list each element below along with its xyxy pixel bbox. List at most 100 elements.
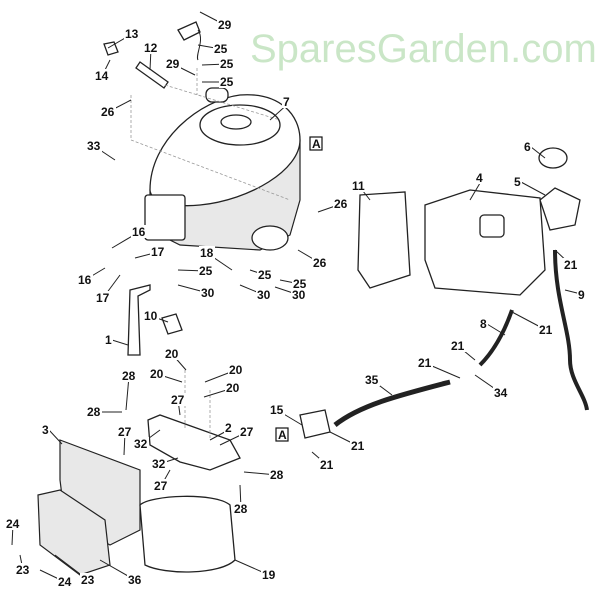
callout-bg bbox=[333, 197, 349, 210]
part-callout-3: 3 bbox=[42, 423, 49, 437]
callout-bg bbox=[364, 373, 380, 386]
part-callout-29: 29 bbox=[218, 18, 232, 32]
part-callout-25: 25 bbox=[214, 42, 228, 56]
part-callout-35: 35 bbox=[365, 373, 379, 387]
callout-bg bbox=[104, 333, 113, 346]
callout-bg bbox=[150, 245, 166, 258]
callout-bg bbox=[143, 309, 159, 322]
callout-bg bbox=[131, 225, 147, 238]
callout-bg bbox=[417, 356, 433, 369]
callout-bg bbox=[149, 367, 165, 380]
part-callout-21: 21 bbox=[539, 323, 553, 337]
part-callout-24: 24 bbox=[58, 575, 72, 589]
part-callout-17: 17 bbox=[151, 245, 165, 259]
part-callout-13: 13 bbox=[125, 27, 139, 41]
part-callout-36: 36 bbox=[128, 573, 142, 587]
callout-bg bbox=[57, 575, 73, 588]
part-callout-30: 30 bbox=[201, 286, 215, 300]
part-callout-28: 28 bbox=[270, 468, 284, 482]
part-callout-27: 27 bbox=[240, 425, 254, 439]
callout-bg bbox=[15, 563, 31, 576]
callout-bg bbox=[199, 246, 215, 259]
part-callout-20: 20 bbox=[150, 367, 164, 381]
part-callout-20: 20 bbox=[165, 347, 179, 361]
callout-bg bbox=[219, 75, 235, 88]
callout-bg bbox=[41, 423, 50, 436]
guard bbox=[37, 489, 111, 576]
fuel-tank bbox=[424, 147, 581, 296]
fuel-filter bbox=[299, 409, 331, 439]
part-callout-29: 29 bbox=[166, 57, 180, 71]
reference-box bbox=[275, 427, 289, 442]
callout-bg bbox=[124, 27, 140, 40]
part-callout-21: 21 bbox=[351, 439, 365, 453]
part-callout-20: 20 bbox=[226, 381, 240, 395]
callout-bg bbox=[164, 347, 180, 360]
callout-bg bbox=[450, 339, 466, 352]
callout-bg bbox=[538, 323, 554, 336]
callout-bg bbox=[479, 317, 488, 330]
reference-mark: A bbox=[278, 428, 287, 442]
part-callout-18: 18 bbox=[200, 246, 214, 260]
callout-bg bbox=[493, 386, 509, 399]
part-callout-4: 4 bbox=[476, 171, 483, 185]
callout-bg bbox=[170, 393, 186, 406]
part-callout-26: 26 bbox=[101, 105, 115, 119]
callout-bg bbox=[77, 273, 93, 286]
part-callout-21: 21 bbox=[564, 258, 578, 272]
part-callout-8: 8 bbox=[480, 317, 487, 331]
part-callout-21: 21 bbox=[451, 339, 465, 353]
part-callout-23: 23 bbox=[81, 573, 95, 587]
callout-bg bbox=[80, 573, 96, 586]
callout-bg bbox=[239, 425, 255, 438]
part-callout-2: 2 bbox=[225, 421, 232, 435]
callout-bg bbox=[100, 105, 116, 118]
callout-bg bbox=[224, 421, 233, 434]
callout-bg bbox=[269, 468, 285, 481]
callout-bg bbox=[577, 288, 586, 301]
callout-bg bbox=[86, 405, 102, 418]
part-callout-11: 11 bbox=[352, 179, 365, 193]
callout-bg bbox=[95, 291, 111, 304]
callout-bg bbox=[127, 573, 143, 586]
callout-bg bbox=[225, 381, 241, 394]
watermark: SparesGarden.com bbox=[250, 27, 597, 71]
gasket bbox=[161, 313, 183, 335]
callout-bg bbox=[233, 502, 249, 515]
muffler bbox=[139, 495, 236, 573]
part-callout-27: 27 bbox=[154, 479, 168, 493]
reference-box bbox=[309, 136, 323, 151]
reference-mark: A bbox=[312, 137, 321, 151]
callout-bg bbox=[282, 95, 291, 108]
leader-line bbox=[486, 323, 506, 336]
part-callout-30: 30 bbox=[257, 288, 271, 302]
callout-bg bbox=[213, 42, 229, 55]
leader-line bbox=[520, 181, 546, 196]
part-callout-24: 24 bbox=[6, 517, 20, 531]
callout-bg bbox=[312, 256, 328, 269]
drain-pipe bbox=[127, 284, 151, 356]
callout-bg bbox=[292, 277, 308, 290]
callout-bg bbox=[351, 179, 367, 192]
part-callout-26: 26 bbox=[334, 197, 348, 211]
part-callout-21: 21 bbox=[320, 458, 334, 472]
callout-bg bbox=[198, 264, 214, 277]
callout-bg bbox=[475, 171, 484, 184]
callout-bg bbox=[563, 258, 579, 271]
hose-35 bbox=[333, 379, 451, 427]
engine bbox=[144, 87, 301, 251]
dipstick-tube bbox=[103, 41, 169, 89]
callout-bg bbox=[256, 288, 272, 301]
part-callout-1: 1 bbox=[105, 333, 112, 347]
part-callout-12: 12 bbox=[144, 41, 158, 55]
callout-bg bbox=[121, 369, 137, 382]
hose-8 bbox=[478, 309, 514, 367]
callout-bg bbox=[143, 41, 159, 54]
part-callout-27: 27 bbox=[118, 425, 132, 439]
callout-bg bbox=[513, 175, 522, 188]
part-callout-25: 25 bbox=[220, 75, 234, 89]
leader-line bbox=[48, 429, 63, 445]
